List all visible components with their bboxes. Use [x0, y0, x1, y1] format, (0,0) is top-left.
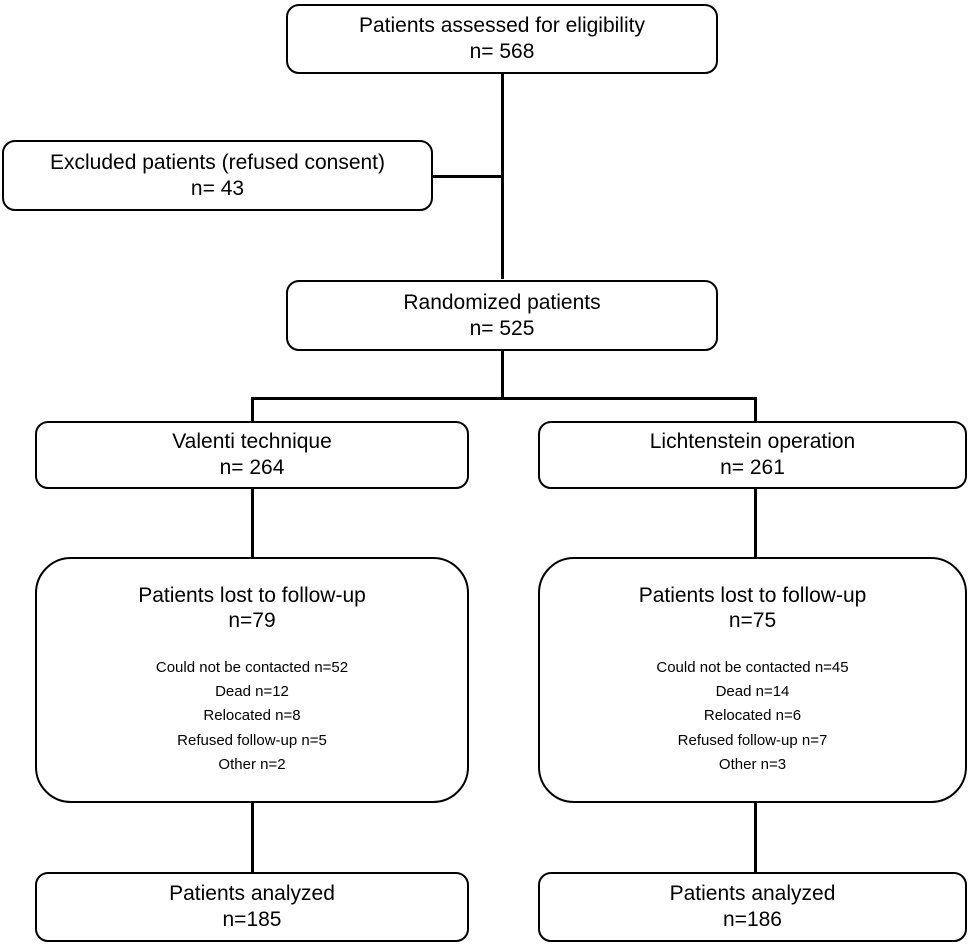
node-title: Patients analyzed — [669, 882, 836, 906]
connector-arm-left-to-lost-left — [251, 488, 254, 559]
lost-to-followup-reason-list-right: Could not be contacted n=45 Dead n=14 Re… — [656, 656, 848, 777]
node-count: n= 261 — [720, 456, 785, 479]
node-patients-assessed-for-eligibility: Patients assessed for eligibility n= 568 — [286, 4, 718, 74]
node-lost-to-followup-left: Patients lost to follow-up n=79 Could no… — [35, 557, 469, 803]
connector-allocation-left-drop — [251, 397, 254, 423]
node-count: n= 568 — [469, 40, 535, 63]
reason-item: Dead n=14 — [715, 683, 790, 701]
node-count: n= 525 — [469, 316, 535, 340]
node-title: Randomized patients — [403, 290, 601, 314]
node-count: n= 264 — [219, 456, 285, 479]
node-title: Lichtenstein operation — [649, 430, 856, 454]
reason-item: Other n=2 — [218, 756, 286, 774]
lost-to-followup-reason-list-left: Could not be contacted n=52 Dead n=12 Re… — [156, 656, 348, 777]
reason-item: Could not be contacted n=45 — [656, 658, 849, 676]
node-patients-analyzed-left: Patients analyzed n=185 — [35, 872, 469, 942]
connector-allocation-right-drop — [754, 397, 757, 423]
reason-item: Other n=3 — [718, 756, 787, 774]
reason-item: Relocated n=6 — [703, 707, 802, 725]
node-count: n= 43 — [190, 176, 245, 200]
connector-arm-right-to-lost-right — [754, 488, 757, 559]
connector-lost-right-to-analyzed-right — [754, 801, 757, 873]
node-count: n=79 — [228, 609, 276, 633]
reason-item: Refused follow-up n=5 — [177, 731, 327, 749]
connector-lost-left-to-analyzed-left — [251, 801, 254, 873]
reason-item: Could not be contacted n=52 — [155, 658, 349, 676]
node-patients-analyzed-right: Patients analyzed n=186 — [538, 872, 967, 942]
node-randomized-patients: Randomized patients n= 525 — [286, 280, 718, 351]
node-title: Valenti technique — [172, 430, 332, 454]
node-lichtenstein-operation: Lichtenstein operation n= 261 — [538, 421, 967, 489]
node-count: n=185 — [222, 908, 282, 931]
connector-allocation-bar — [251, 397, 756, 400]
reason-item: Relocated n=8 — [203, 707, 301, 725]
node-lost-to-followup-right: Patients lost to follow-up n=75 Could no… — [538, 557, 967, 803]
reason-item: Refused follow-up n=7 — [677, 731, 828, 749]
node-valenti-technique: Valenti technique n= 264 — [35, 421, 469, 489]
node-count: n=186 — [723, 908, 782, 931]
node-title: Patients lost to follow-up — [138, 583, 366, 607]
node-title: Patients analyzed — [169, 882, 335, 906]
node-excluded-patients: Excluded patients (refused consent) n= 4… — [2, 140, 433, 211]
reason-item: Dead n=12 — [215, 683, 289, 701]
connector-randomized-stem — [501, 350, 504, 399]
node-title: Excluded patients (refused consent) — [49, 150, 386, 174]
connector-enrollment-to-excluded — [432, 175, 503, 178]
node-title: Patients lost to follow-up — [638, 583, 867, 607]
node-count: n=75 — [728, 609, 777, 633]
node-title: Patients assessed for eligibility — [359, 14, 645, 38]
